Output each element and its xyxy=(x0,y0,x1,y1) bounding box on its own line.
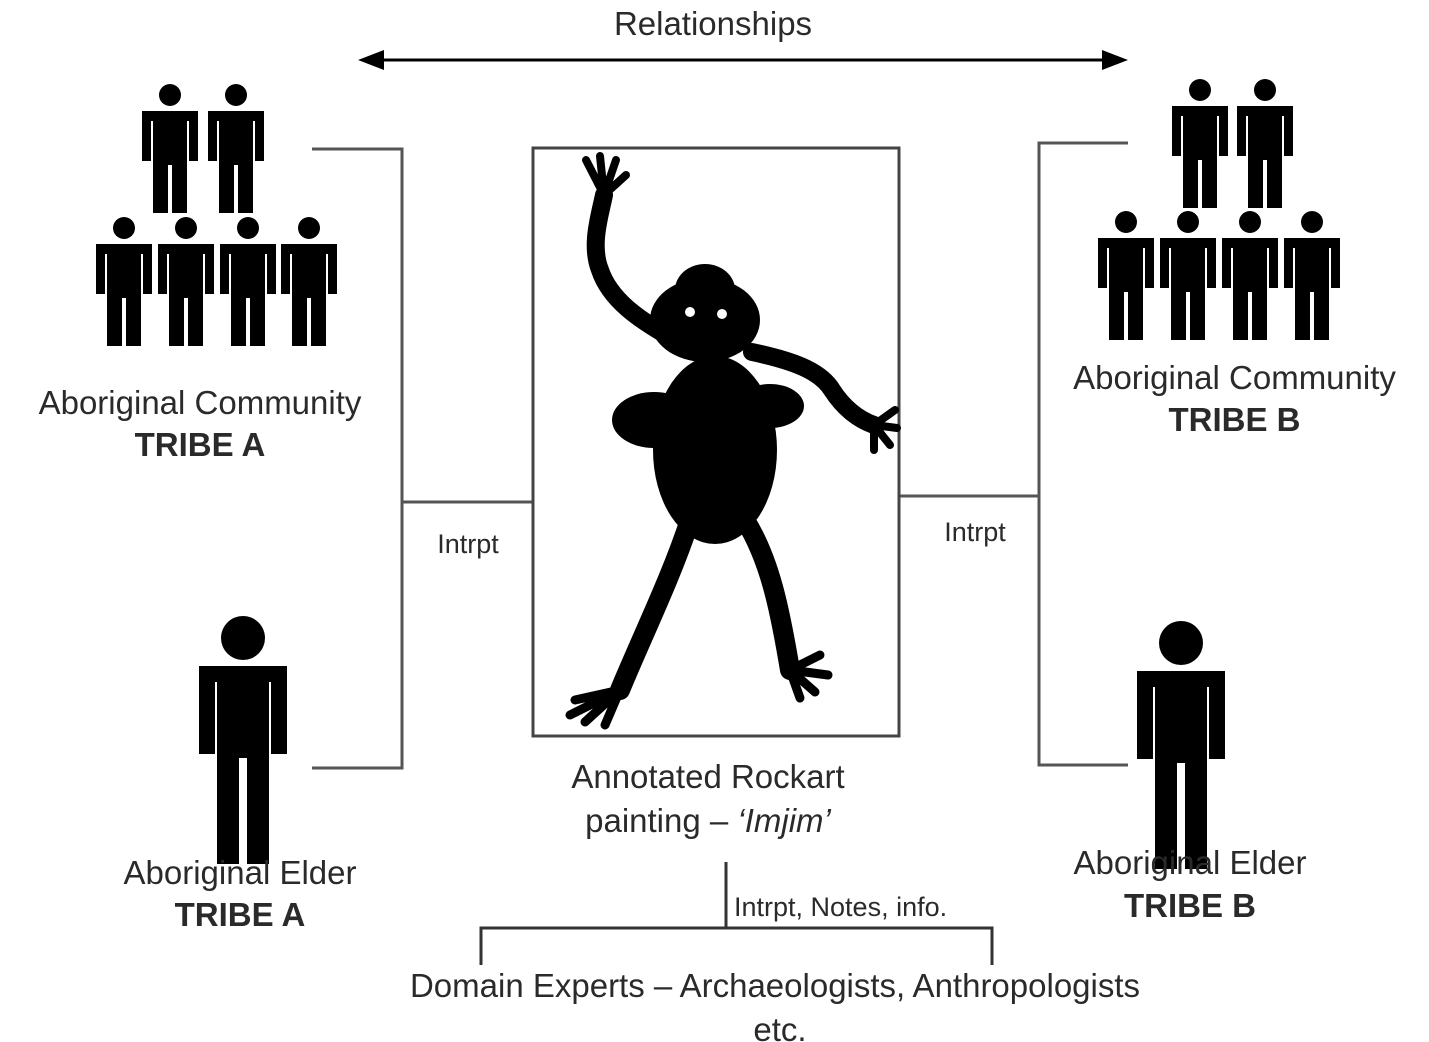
community-b-tribe-label: TRIBE B xyxy=(1168,401,1301,438)
painting-label-line1: Annotated Rockart xyxy=(571,758,845,795)
painting-label-prefix: painting – xyxy=(585,802,738,839)
elder-a-tribe-label: TRIBE A xyxy=(174,896,306,933)
relationships-arrow xyxy=(358,50,1128,70)
tribe-b-connector xyxy=(900,141,1128,767)
community-b-people-icon xyxy=(1098,79,1340,340)
community-a-label: Aboriginal Community xyxy=(38,384,362,421)
community-b-label: Aboriginal Community xyxy=(1073,359,1396,396)
experts-connector-label: Intrpt, Notes, info. xyxy=(734,892,948,922)
elder-b-person-icon xyxy=(1137,621,1225,869)
interpretation-left-label: Intrpt xyxy=(437,529,499,559)
elder-b-tribe-label: TRIBE B xyxy=(1124,887,1256,924)
community-a-people-icon xyxy=(96,84,337,346)
experts-label-line2: etc. xyxy=(753,1011,807,1042)
relationships-label: Relationships xyxy=(613,5,813,42)
elder-a-label: Aboriginal Elder xyxy=(123,854,357,891)
elder-a-person-icon xyxy=(199,616,287,864)
tribe-a-connector xyxy=(312,147,533,770)
experts-label-line1: Domain Experts – Archaeologists, Anthrop… xyxy=(409,967,1141,1004)
interpretation-right-label: Intrpt xyxy=(944,517,1006,547)
rockart-figure-image xyxy=(565,152,901,730)
painting-name: ‘Imjim’ xyxy=(737,802,831,839)
painting-label-line2: painting – ‘Imjim’ xyxy=(508,801,908,841)
elder-b-label: Aboriginal Elder xyxy=(1073,844,1307,881)
experts-connector xyxy=(479,862,994,965)
community-a-tribe-label: TRIBE A xyxy=(134,426,266,463)
